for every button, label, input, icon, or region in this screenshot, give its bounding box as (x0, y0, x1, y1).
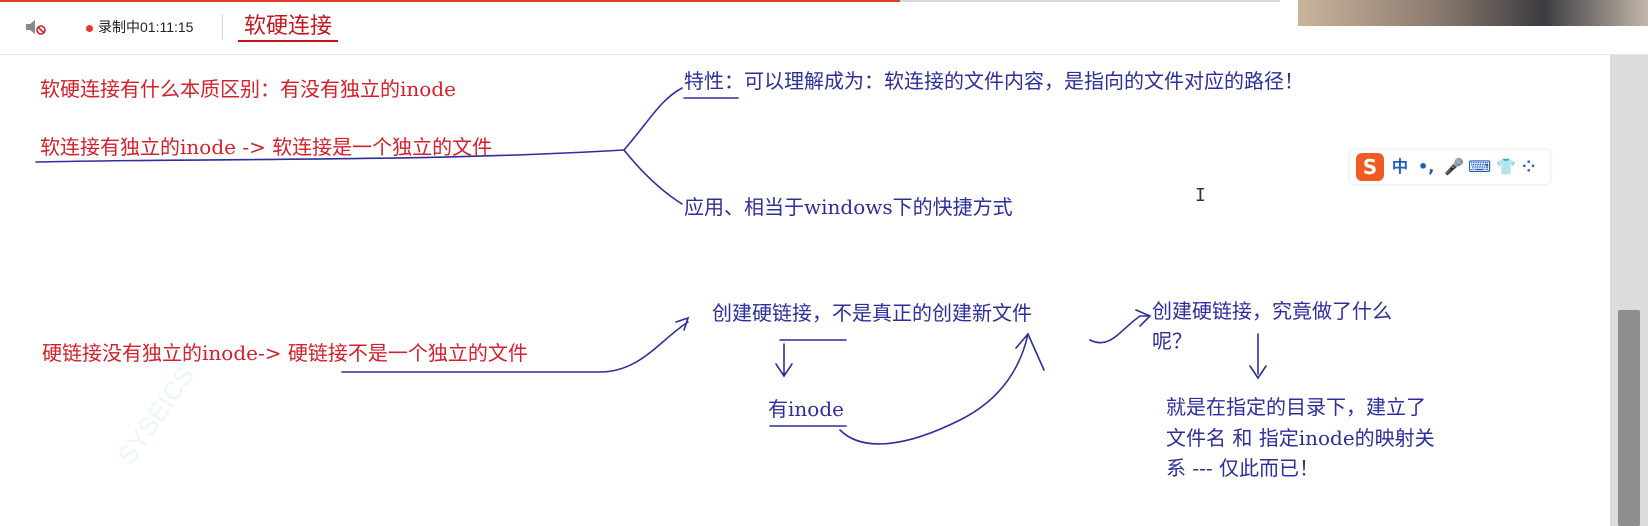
skin-icon[interactable]: 👕 (1496, 157, 1516, 176)
speaker-muted-icon[interactable] (24, 17, 48, 37)
ime-toolbar[interactable]: S 中 •, 🎤 ⌨ 👕 ⁘ (1350, 150, 1550, 184)
toolbar-separator (222, 14, 223, 40)
whiteboard-canvas[interactable] (0, 55, 1610, 526)
hard-link-answer-line3: 系 --- 仅此而已！ (1166, 456, 1319, 480)
toolbar-divider-line (900, 0, 1280, 2)
up-arrow-icon (1015, 332, 1045, 371)
hard-link-question-line1: 创建硬链接，究竟做了什么 (1152, 299, 1392, 323)
apps-icon[interactable]: ⁘ (1522, 157, 1536, 176)
feature-branch-stroke (623, 87, 683, 151)
page-title-underline (238, 40, 338, 42)
hard-link-underline (341, 321, 689, 373)
ime-mode-toggle[interactable]: 中 (1392, 157, 1409, 176)
keyboard-icon[interactable]: ⌨ (1468, 157, 1492, 176)
hard-link-question-line2: 呢？ (1152, 329, 1192, 353)
recording-timer: 录制中01:11:15 (98, 19, 194, 35)
webcam-overlay (1298, 0, 1648, 26)
scrollbar-thumb[interactable] (1618, 310, 1640, 526)
question-connector (1089, 309, 1152, 344)
soft-link-underline (35, 149, 625, 163)
arrowhead-icon (675, 316, 690, 331)
toolbar-accent-line (0, 0, 900, 2)
vertical-scrollbar[interactable] (1610, 55, 1648, 526)
down-arrow-icon (775, 343, 793, 378)
microphone-icon[interactable]: 🎤 (1444, 157, 1464, 176)
question-down-arrow-icon (1249, 333, 1267, 380)
hard-link-answer-line2: 文件名 和 指定inode的映射关 (1166, 426, 1435, 450)
recording-dot-icon (86, 24, 93, 32)
application-branch-stroke (623, 149, 683, 205)
text-cursor-icon: I (1195, 185, 1206, 206)
recording-status: 录制中01:11:15 (86, 16, 193, 38)
hard-link-answer-line1: 就是在指定的目录下，建立了 (1166, 395, 1426, 419)
soft-hard-question: 软硬连接有什么本质区别：有没有独立的inode (40, 77, 456, 101)
sogou-logo-icon[interactable]: S (1356, 153, 1384, 181)
hard-link-statement: 硬链接没有独立的inode-> 硬链接不是一个独立的文件 (42, 341, 528, 365)
hard-link-create-note: 创建硬链接，不是真正的创建新文件 (712, 301, 1032, 325)
inode-curve (839, 333, 1029, 445)
soft-link-application: 应用、相当于windows下的快捷方式 (684, 195, 1013, 219)
punctuation-icon[interactable]: •, (1418, 157, 1435, 176)
soft-link-feature: 特性：可以理解成为：软连接的文件内容，是指向的文件对应的路径！ (684, 69, 1304, 93)
soft-link-statement: 软连接有独立的inode -> 软连接是一个独立的文件 (40, 135, 493, 159)
page-title[interactable]: 软硬连接 (244, 14, 333, 39)
has-inode-note: 有inode (768, 397, 844, 421)
